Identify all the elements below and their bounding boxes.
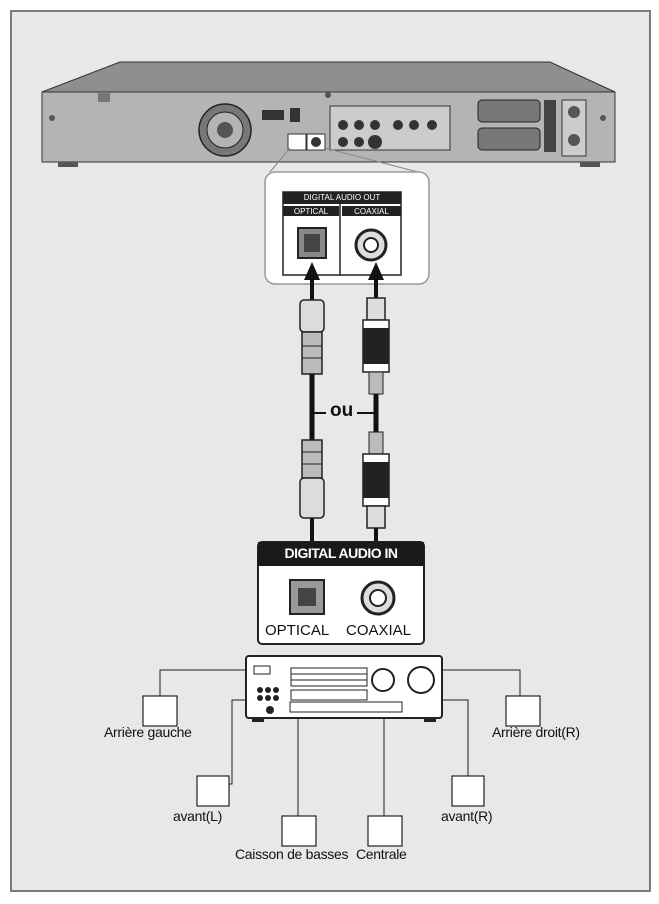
- speaker-subwoofer-box: [281, 815, 317, 847]
- speaker-front-left-box: [196, 775, 230, 807]
- out-optical-label: OPTICAL: [293, 207, 329, 216]
- recorder-rear-panel: [41, 61, 616, 167]
- coaxial-cable: [362, 262, 390, 580]
- speaker-front-left-label: avant(L): [173, 808, 222, 824]
- speaker-front-right-box: [451, 775, 485, 807]
- in-optical-label: OPTICAL: [265, 622, 330, 639]
- speaker-rear-left-label: Arrière gauche: [104, 724, 192, 740]
- speaker-rear-right-box: [505, 695, 541, 727]
- av-receiver: [245, 655, 443, 722]
- digital-audio-in-label: DIGITAL AUDIO IN: [284, 545, 398, 561]
- speaker-rear-right-label: Arrière droit(R): [492, 724, 580, 740]
- speaker-rear-left-box: [142, 695, 178, 727]
- optical-cable: [299, 262, 325, 580]
- speaker-center-label: Centrale: [356, 846, 407, 862]
- digital-audio-out-label: DIGITAL AUDIO OUT: [303, 193, 381, 202]
- digital-audio-in-panel: [257, 541, 425, 645]
- speaker-center-box: [367, 815, 403, 847]
- in-coaxial-label: COAXIAL: [346, 622, 412, 639]
- out-coaxial-label: COAXIAL: [354, 207, 389, 216]
- speaker-front-right-label: avant(R): [441, 808, 493, 824]
- or-label: ou: [326, 400, 358, 422]
- speaker-subwoofer-label: Caisson de basses: [235, 846, 349, 862]
- digital-audio-out-callout: [264, 171, 430, 285]
